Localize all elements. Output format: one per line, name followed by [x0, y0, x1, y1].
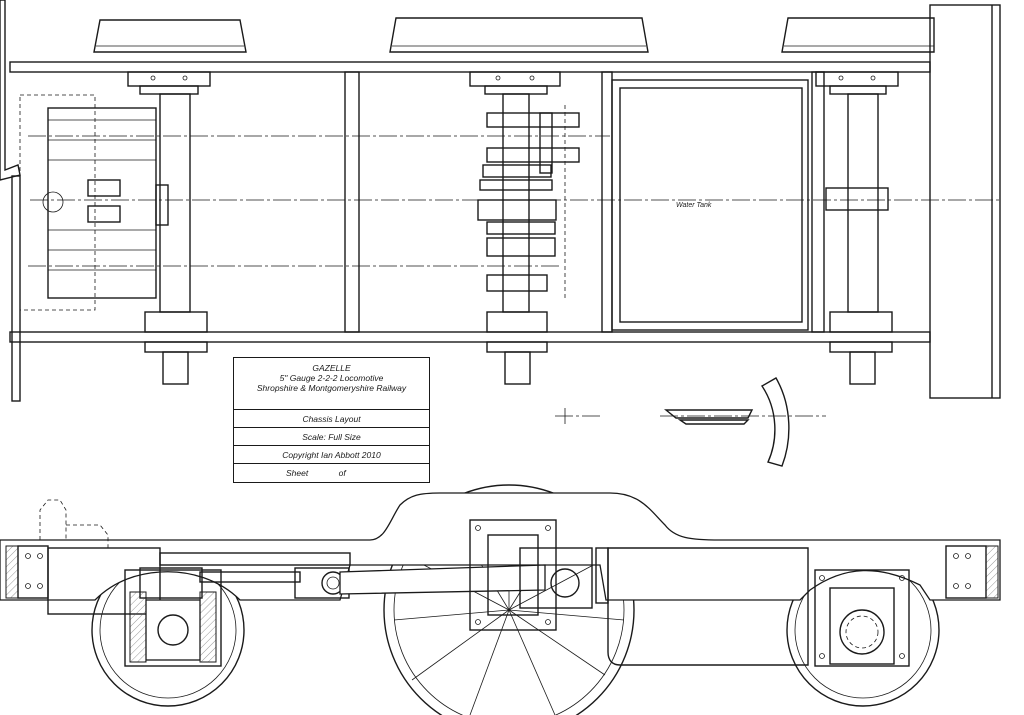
main-frame-elevation — [0, 492, 1001, 601]
of-label: of — [338, 468, 346, 478]
plan-view: Water Tank — [0, 0, 1001, 467]
cylinder-block — [19, 94, 169, 311]
copyright: Copyright Ian Abbott 2010 — [234, 446, 429, 464]
right-buffer-beam — [929, 4, 1001, 399]
trailing-axle — [815, 71, 899, 385]
leading-axle — [127, 71, 211, 385]
driving-wheel-splasher — [389, 17, 649, 53]
bottom-frame — [9, 331, 931, 343]
drawing-scale: Scale: Full Size — [234, 428, 429, 446]
left-end-frame — [11, 175, 21, 402]
top-frame — [9, 61, 931, 73]
trailing-wheel-splasher — [781, 17, 935, 53]
locomotive-name: GAZELLE — [312, 363, 351, 373]
locomotive-gauge: 5" Gauge 2-2-2 Locomotive — [279, 373, 384, 383]
title-block: GAZELLE 5" Gauge 2-2-2 Locomotive Shrops… — [233, 357, 430, 483]
water-tank-elevation — [607, 547, 809, 666]
driving-axle — [469, 71, 580, 385]
connecting-rod — [339, 564, 546, 595]
title-block-header: GAZELLE 5" Gauge 2-2-2 Locomotive Shrops… — [234, 358, 429, 410]
railway-name: Shropshire & Montgomeryshire Railway — [256, 383, 407, 393]
drawing-title: Chassis Layout — [234, 410, 429, 428]
cylinder-elevation — [47, 547, 161, 615]
reversing-quadrant — [761, 377, 790, 467]
leading-wheel-splasher — [93, 19, 247, 53]
elevation-view — [0, 484, 1001, 715]
left-buffer-beam — [0, 0, 21, 181]
water-tank-label: Water Tank — [676, 202, 712, 209]
sheet-label: Sheet — [286, 468, 309, 478]
water-tank — [611, 79, 809, 331]
driving-wheel — [383, 484, 635, 715]
sheet-row: Sheet of — [234, 464, 429, 482]
